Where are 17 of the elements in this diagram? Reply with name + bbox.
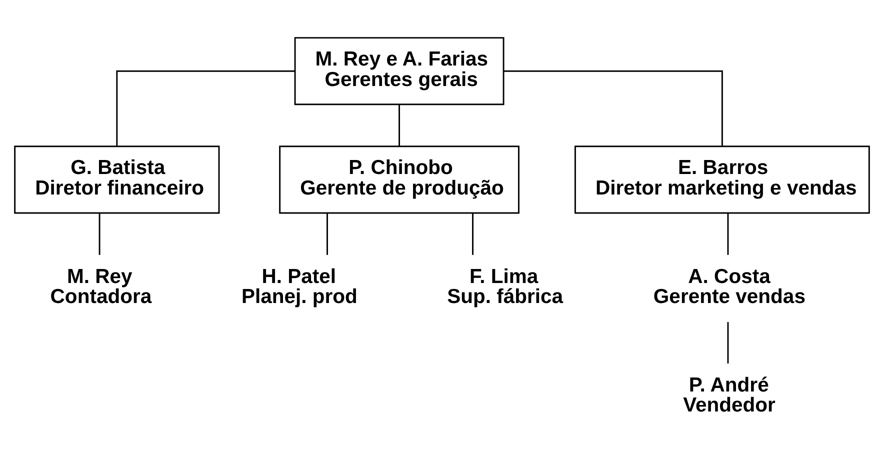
connector bbox=[504, 70, 723, 146]
node-box: E. Barros Diretor marketing e vendas bbox=[574, 146, 870, 214]
node-text: P. André Vendedor bbox=[683, 374, 776, 417]
connector bbox=[98, 213, 100, 255]
node-box: M. Rey e A. Farias Gerentes gerais bbox=[294, 37, 504, 106]
node-text: H. Patel Planej. prod bbox=[241, 266, 358, 308]
node-text: A. Costa Gerente vendas bbox=[653, 266, 806, 308]
node-text: M. Rey Contadora bbox=[50, 266, 152, 308]
connector bbox=[326, 213, 328, 255]
node-box: G. Batista Diretor financeiro bbox=[14, 146, 220, 214]
node-text: F. Lima Sup. fábrica bbox=[447, 266, 564, 308]
connector bbox=[398, 104, 400, 146]
node-box: P. Chinobo Gerente de produção bbox=[279, 146, 520, 214]
connector bbox=[472, 213, 474, 255]
connector bbox=[116, 70, 295, 146]
connector bbox=[727, 213, 729, 255]
connector bbox=[727, 322, 729, 364]
